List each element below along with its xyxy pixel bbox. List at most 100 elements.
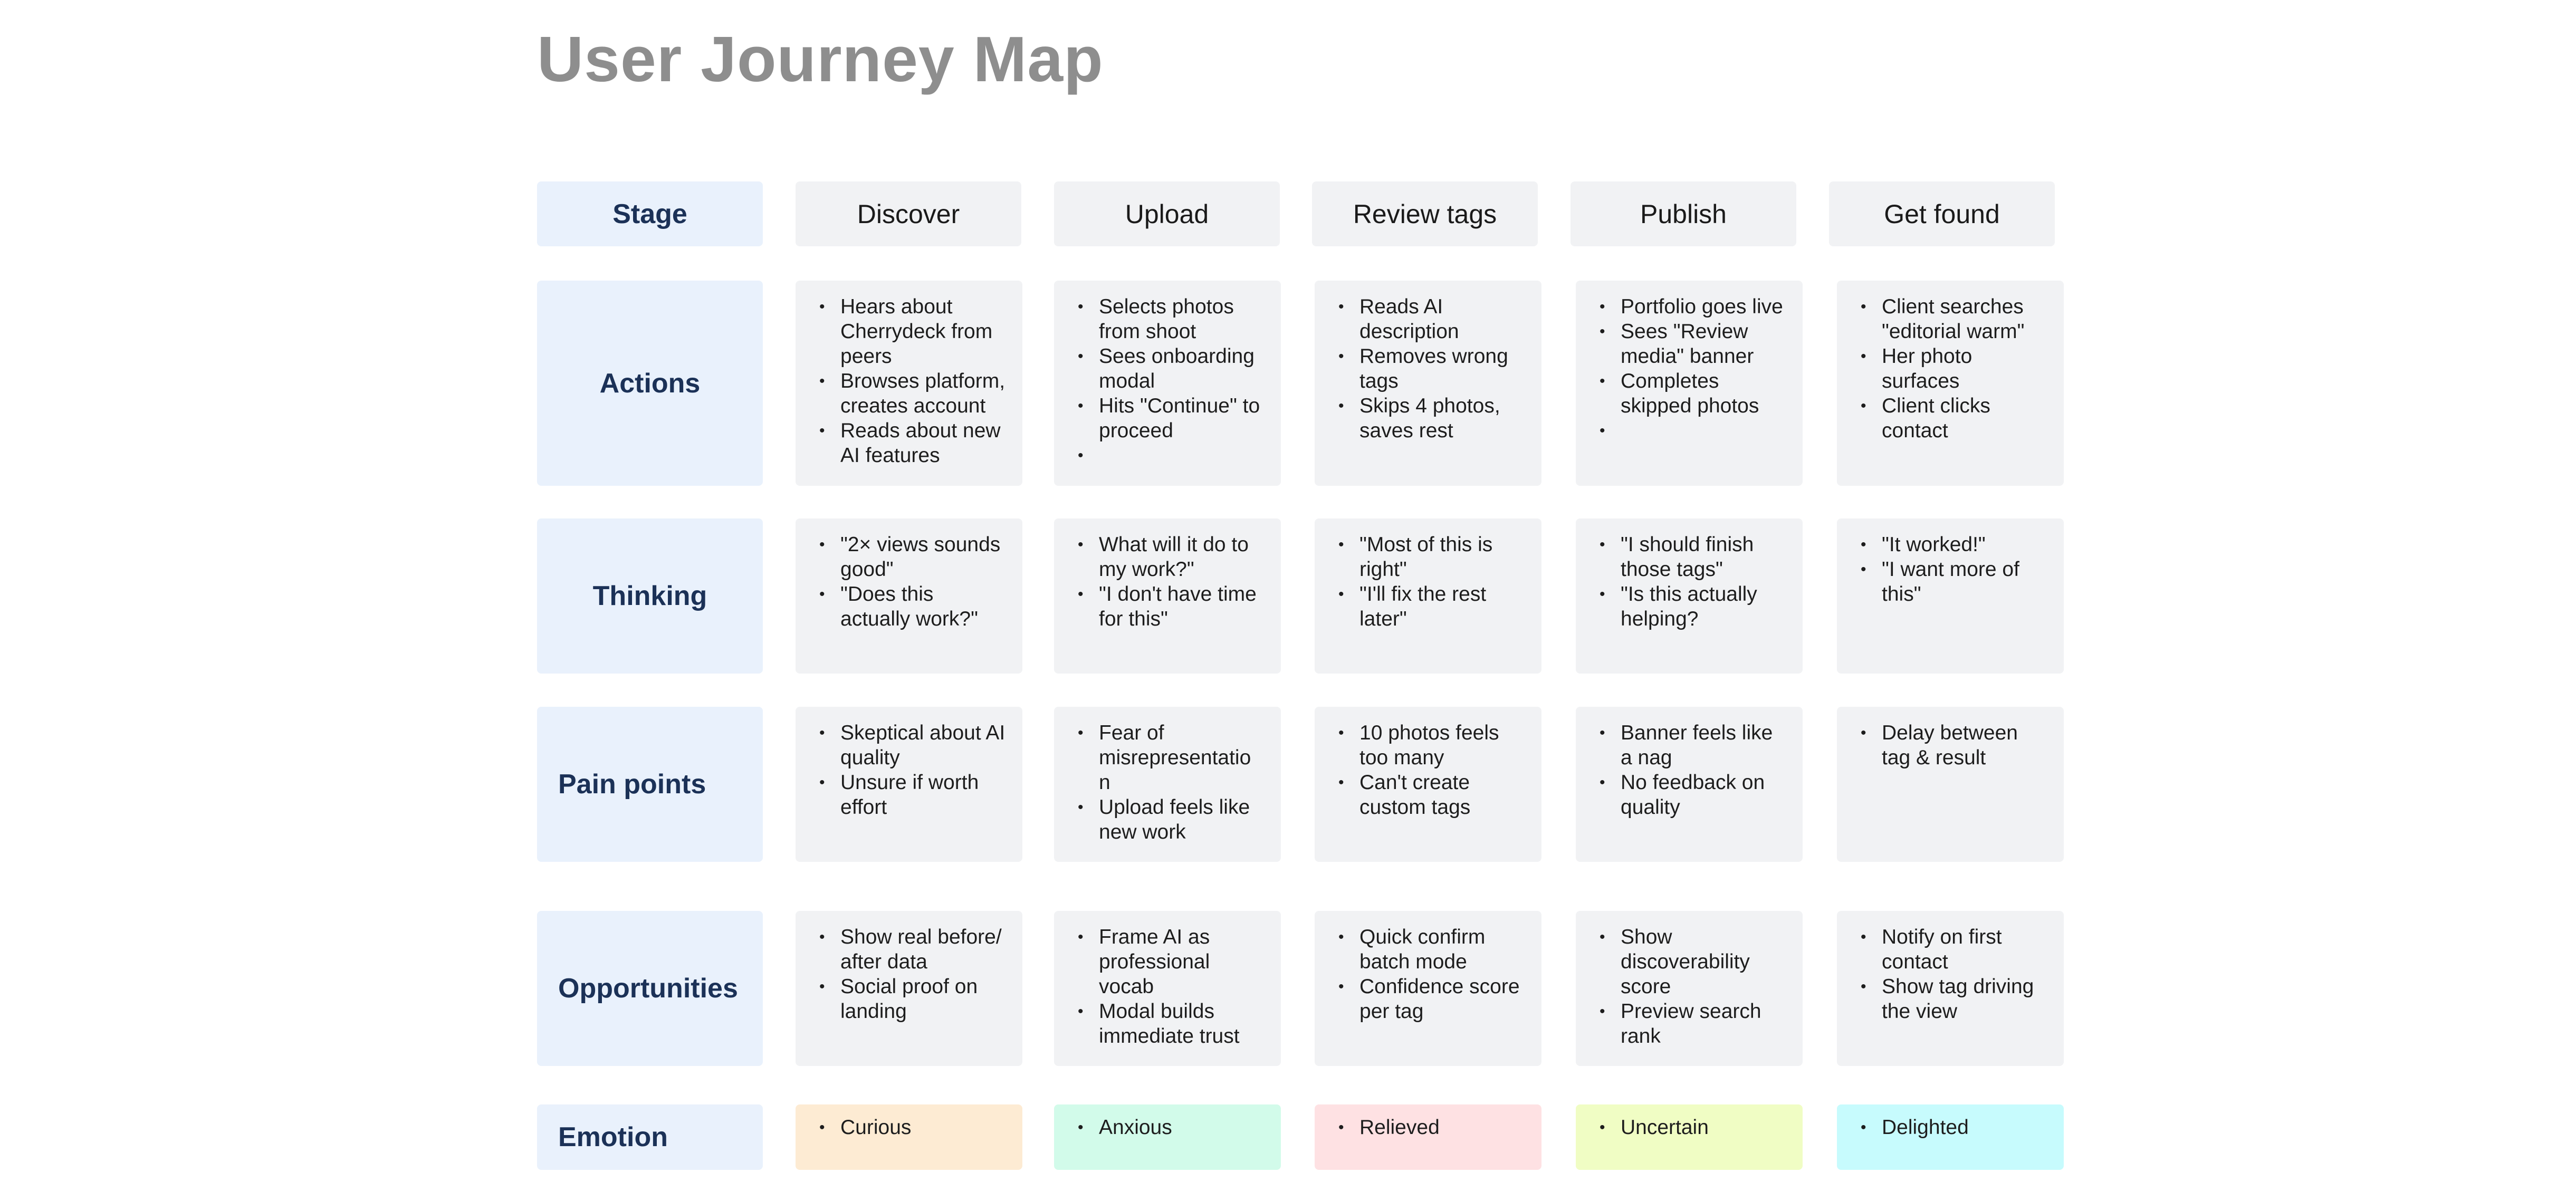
- bullet-item: Sees onboarding modal: [1078, 344, 1265, 393]
- row-label-pain-points: Pain points: [537, 707, 763, 862]
- stage-header-review-tags: Review tags: [1312, 181, 1538, 246]
- pain-points-cell-upload: Fear of misrepresentatio nUpload feels l…: [1054, 707, 1281, 862]
- emotion-cell-get-found: Delighted: [1837, 1104, 2064, 1170]
- bullet-item: Browses platform, creates account: [819, 369, 1007, 418]
- bullet-item: "I want more of this": [1861, 557, 2048, 607]
- bullet-item: [1078, 443, 1265, 468]
- row-label-actions: Actions: [537, 281, 763, 486]
- emotion-cell-upload: Anxious: [1054, 1104, 1281, 1170]
- page-title: User Journey Map: [537, 23, 1104, 95]
- bullet-item: Her photo surfaces: [1861, 344, 2048, 393]
- bullet-item: Preview search rank: [1600, 999, 1787, 1049]
- bullet-list: "Most of this is right""I'll fix the res…: [1338, 532, 1526, 631]
- bullet-item: "Is this actually helping?: [1600, 582, 1787, 631]
- bullet-item: What will it do to my work?": [1078, 532, 1265, 582]
- bullet-item: Fear of misrepresentatio n: [1078, 720, 1265, 795]
- bullet-item: "It worked!": [1861, 532, 2048, 557]
- bullet-item: Hits "Continue" to proceed: [1078, 393, 1265, 443]
- bullet-item: Banner feels like a nag: [1600, 720, 1787, 770]
- bullet-list: Notify on first contactShow tag driving …: [1861, 925, 2048, 1024]
- bullet-item: Upload feels like new work: [1078, 795, 1265, 844]
- actions-cell-get-found: Client searches "editorial warm"Her phot…: [1837, 281, 2064, 486]
- thinking-cell-review-tags: "Most of this is right""I'll fix the res…: [1315, 518, 1541, 674]
- bullet-item: Client clicks contact: [1861, 393, 2048, 443]
- bullet-item: Relieved: [1338, 1115, 1526, 1140]
- pain-points-cell-review-tags: 10 photos feels too manyCan't create cus…: [1315, 707, 1541, 862]
- bullet-list: "I should finish those tags""Is this act…: [1600, 532, 1787, 631]
- row-label-stage: Stage: [537, 181, 763, 246]
- bullet-item: Unsure if worth effort: [819, 770, 1007, 820]
- bullet-item: "2× views sounds good": [819, 532, 1007, 582]
- emotion-cell-review-tags: Relieved: [1315, 1104, 1541, 1170]
- bullet-item: Skips 4 photos, saves rest: [1338, 393, 1526, 443]
- bullet-list: Banner feels like a nagNo feedback on qu…: [1600, 720, 1787, 820]
- bullet-item: Modal builds immediate trust: [1078, 999, 1265, 1049]
- bullet-list: Anxious: [1078, 1115, 1265, 1140]
- bullet-item: Social proof on landing: [819, 974, 1007, 1024]
- stage-header-discover: Discover: [796, 181, 1021, 246]
- actions-cell-review-tags: Reads AI descriptionRemoves wrong tagsSk…: [1315, 281, 1541, 486]
- bullet-list: "2× views sounds good""Does this actuall…: [819, 532, 1007, 631]
- stage-header-publish: Publish: [1571, 181, 1796, 246]
- opportunities-cell-upload: Frame AI as professional vocabModal buil…: [1054, 911, 1281, 1066]
- opportunities-cell-get-found: Notify on first contactShow tag driving …: [1837, 911, 2064, 1066]
- bullet-list: Quick confirm batch modeConfidence score…: [1338, 925, 1526, 1024]
- thinking-cell-publish: "I should finish those tags""Is this act…: [1576, 518, 1803, 674]
- bullet-item: Removes wrong tags: [1338, 344, 1526, 393]
- opportunities-cell-review-tags: Quick confirm batch modeConfidence score…: [1315, 911, 1541, 1066]
- bullet-item: Reads about new AI features: [819, 418, 1007, 468]
- bullet-item: Can't create custom tags: [1338, 770, 1526, 820]
- bullet-item: Delighted: [1861, 1115, 2048, 1140]
- stage-header-get-found: Get found: [1829, 181, 2055, 246]
- bullet-item: Completes skipped photos: [1600, 369, 1787, 418]
- bullet-item: Selects photos from shoot: [1078, 294, 1265, 344]
- bullet-item: Show tag driving the view: [1861, 974, 2048, 1024]
- bullet-item: "Most of this is right": [1338, 532, 1526, 582]
- bullet-item: Skeptical about AI quality: [819, 720, 1007, 770]
- row-label-thinking: Thinking: [537, 518, 763, 674]
- bullet-list: Frame AI as professional vocabModal buil…: [1078, 925, 1265, 1049]
- stage-header-upload: Upload: [1054, 181, 1280, 246]
- bullet-item: "I don't have time for this": [1078, 582, 1265, 631]
- row-label-emotion: Emotion: [537, 1104, 763, 1170]
- emotion-cell-publish: Uncertain: [1576, 1104, 1803, 1170]
- bullet-item: Confidence score per tag: [1338, 974, 1526, 1024]
- bullet-item: Frame AI as professional vocab: [1078, 925, 1265, 999]
- bullet-list: Skeptical about AI qualityUnsure if wort…: [819, 720, 1007, 820]
- thinking-cell-upload: What will it do to my work?""I don't hav…: [1054, 518, 1281, 674]
- bullet-item: Notify on first contact: [1861, 925, 2048, 974]
- bullet-item: Anxious: [1078, 1115, 1265, 1140]
- bullet-list: 10 photos feels too manyCan't create cus…: [1338, 720, 1526, 820]
- bullet-list: Portfolio goes liveSees "Review media" b…: [1600, 294, 1787, 443]
- bullet-item: Client searches "editorial warm": [1861, 294, 2048, 344]
- bullet-item: Sees "Review media" banner: [1600, 319, 1787, 369]
- opportunities-cell-discover: Show real before/ after dataSocial proof…: [796, 911, 1022, 1066]
- bullet-item: Hears about Cherrydeck from peers: [819, 294, 1007, 369]
- bullet-item: 10 photos feels too many: [1338, 720, 1526, 770]
- bullet-item: Portfolio goes live: [1600, 294, 1787, 319]
- bullet-item: Uncertain: [1600, 1115, 1787, 1140]
- bullet-item: Quick confirm batch mode: [1338, 925, 1526, 974]
- actions-cell-discover: Hears about Cherrydeck from peersBrowses…: [796, 281, 1022, 486]
- bullet-item: Reads AI description: [1338, 294, 1526, 344]
- bullet-list: Delay between tag & result: [1861, 720, 2048, 770]
- bullet-list: Reads AI descriptionRemoves wrong tagsSk…: [1338, 294, 1526, 443]
- bullet-item: [1600, 418, 1787, 443]
- pain-points-cell-discover: Skeptical about AI qualityUnsure if wort…: [796, 707, 1022, 862]
- bullet-list: Uncertain: [1600, 1115, 1787, 1140]
- bullet-item: "Does this actually work?": [819, 582, 1007, 631]
- bullet-list: "It worked!""I want more of this": [1861, 532, 2048, 607]
- bullet-list: Relieved: [1338, 1115, 1526, 1140]
- pain-points-cell-publish: Banner feels like a nagNo feedback on qu…: [1576, 707, 1803, 862]
- thinking-cell-discover: "2× views sounds good""Does this actuall…: [796, 518, 1022, 674]
- bullet-list: Client searches "editorial warm"Her phot…: [1861, 294, 2048, 443]
- bullet-item: Show real before/ after data: [819, 925, 1007, 974]
- emotion-cell-discover: Curious: [796, 1104, 1022, 1170]
- row-label-opportunities: Opportunities: [537, 911, 763, 1066]
- opportunities-cell-publish: Show discoverability scorePreview search…: [1576, 911, 1803, 1066]
- bullet-list: Fear of misrepresentatio nUpload feels l…: [1078, 720, 1265, 844]
- bullet-item: "I'll fix the rest later": [1338, 582, 1526, 631]
- thinking-cell-get-found: "It worked!""I want more of this": [1837, 518, 2064, 674]
- bullet-item: Curious: [819, 1115, 1007, 1140]
- bullet-list: Show discoverability scorePreview search…: [1600, 925, 1787, 1049]
